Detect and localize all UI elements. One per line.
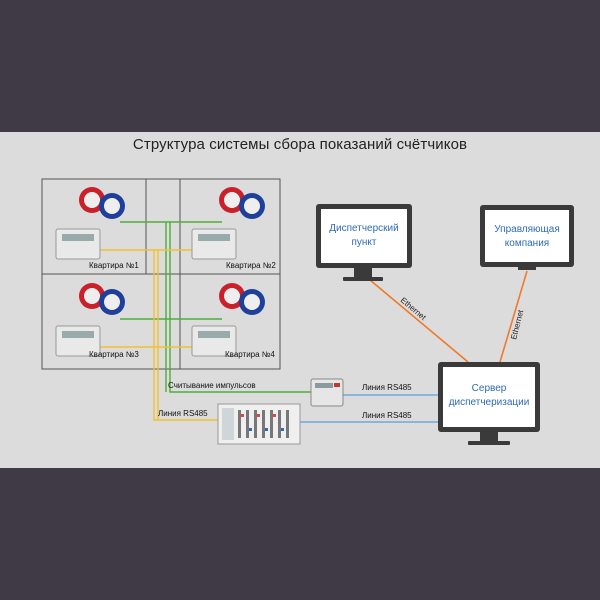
ethernet-wires [369,270,528,363]
electricity-meter-icon [191,228,237,260]
pulse-counter-module-icon [310,378,344,407]
electricity-meter-icon [55,325,101,357]
management-company-label-line2: компания [505,238,549,249]
rs485-apartment-wires [100,249,222,421]
pulse-reading-label: Считывание импульсов [168,381,256,390]
management-company-label-line1: Управляющая [494,224,559,235]
rs485-server-wires [300,394,438,423]
water-meter-icon [79,283,125,315]
apartment-label: Квартира №4 [225,350,275,359]
server-label-line2: диспетчеризации [449,397,530,408]
apartment-label: Квартира №1 [89,261,139,270]
server-label-line1: Сервер [472,383,507,394]
rs485-top-label: Линия RS485 [362,383,412,392]
electricity-meter-icon [55,228,101,260]
rs485-bottom-label: Линия RS485 [362,411,412,420]
diagram-title: Структура системы сбора показаний счётчи… [132,136,468,153]
dispatch-point-label-line1: Диспетчерский [329,223,398,234]
server-monitor: Сервер диспетчеризации [438,362,540,445]
water-meter-icon [219,187,265,219]
apartment-2: Квартира №2 [191,187,276,270]
management-company-monitor: Управляющая компания [480,205,574,270]
apartment-label: Квартира №3 [89,350,139,359]
water-meter-icon [219,283,265,315]
building-grid [41,178,281,370]
controller-module-icon [217,403,301,445]
water-meter-icon [79,187,125,219]
electricity-meter-icon [191,325,237,357]
rs485-left-label: Линия RS485 [158,409,208,418]
dispatch-point-monitor: Диспетчерский пункт [316,204,412,281]
ethernet-left-label: Ethernet [399,296,429,323]
dispatch-point-label-line2: пункт [351,237,376,248]
apartment-4: Квартира №4 [191,283,275,359]
apartment-1: Квартира №1 [55,187,139,270]
apartment-3: Квартира №3 [55,283,139,359]
apartment-label: Квартира №2 [226,261,276,270]
